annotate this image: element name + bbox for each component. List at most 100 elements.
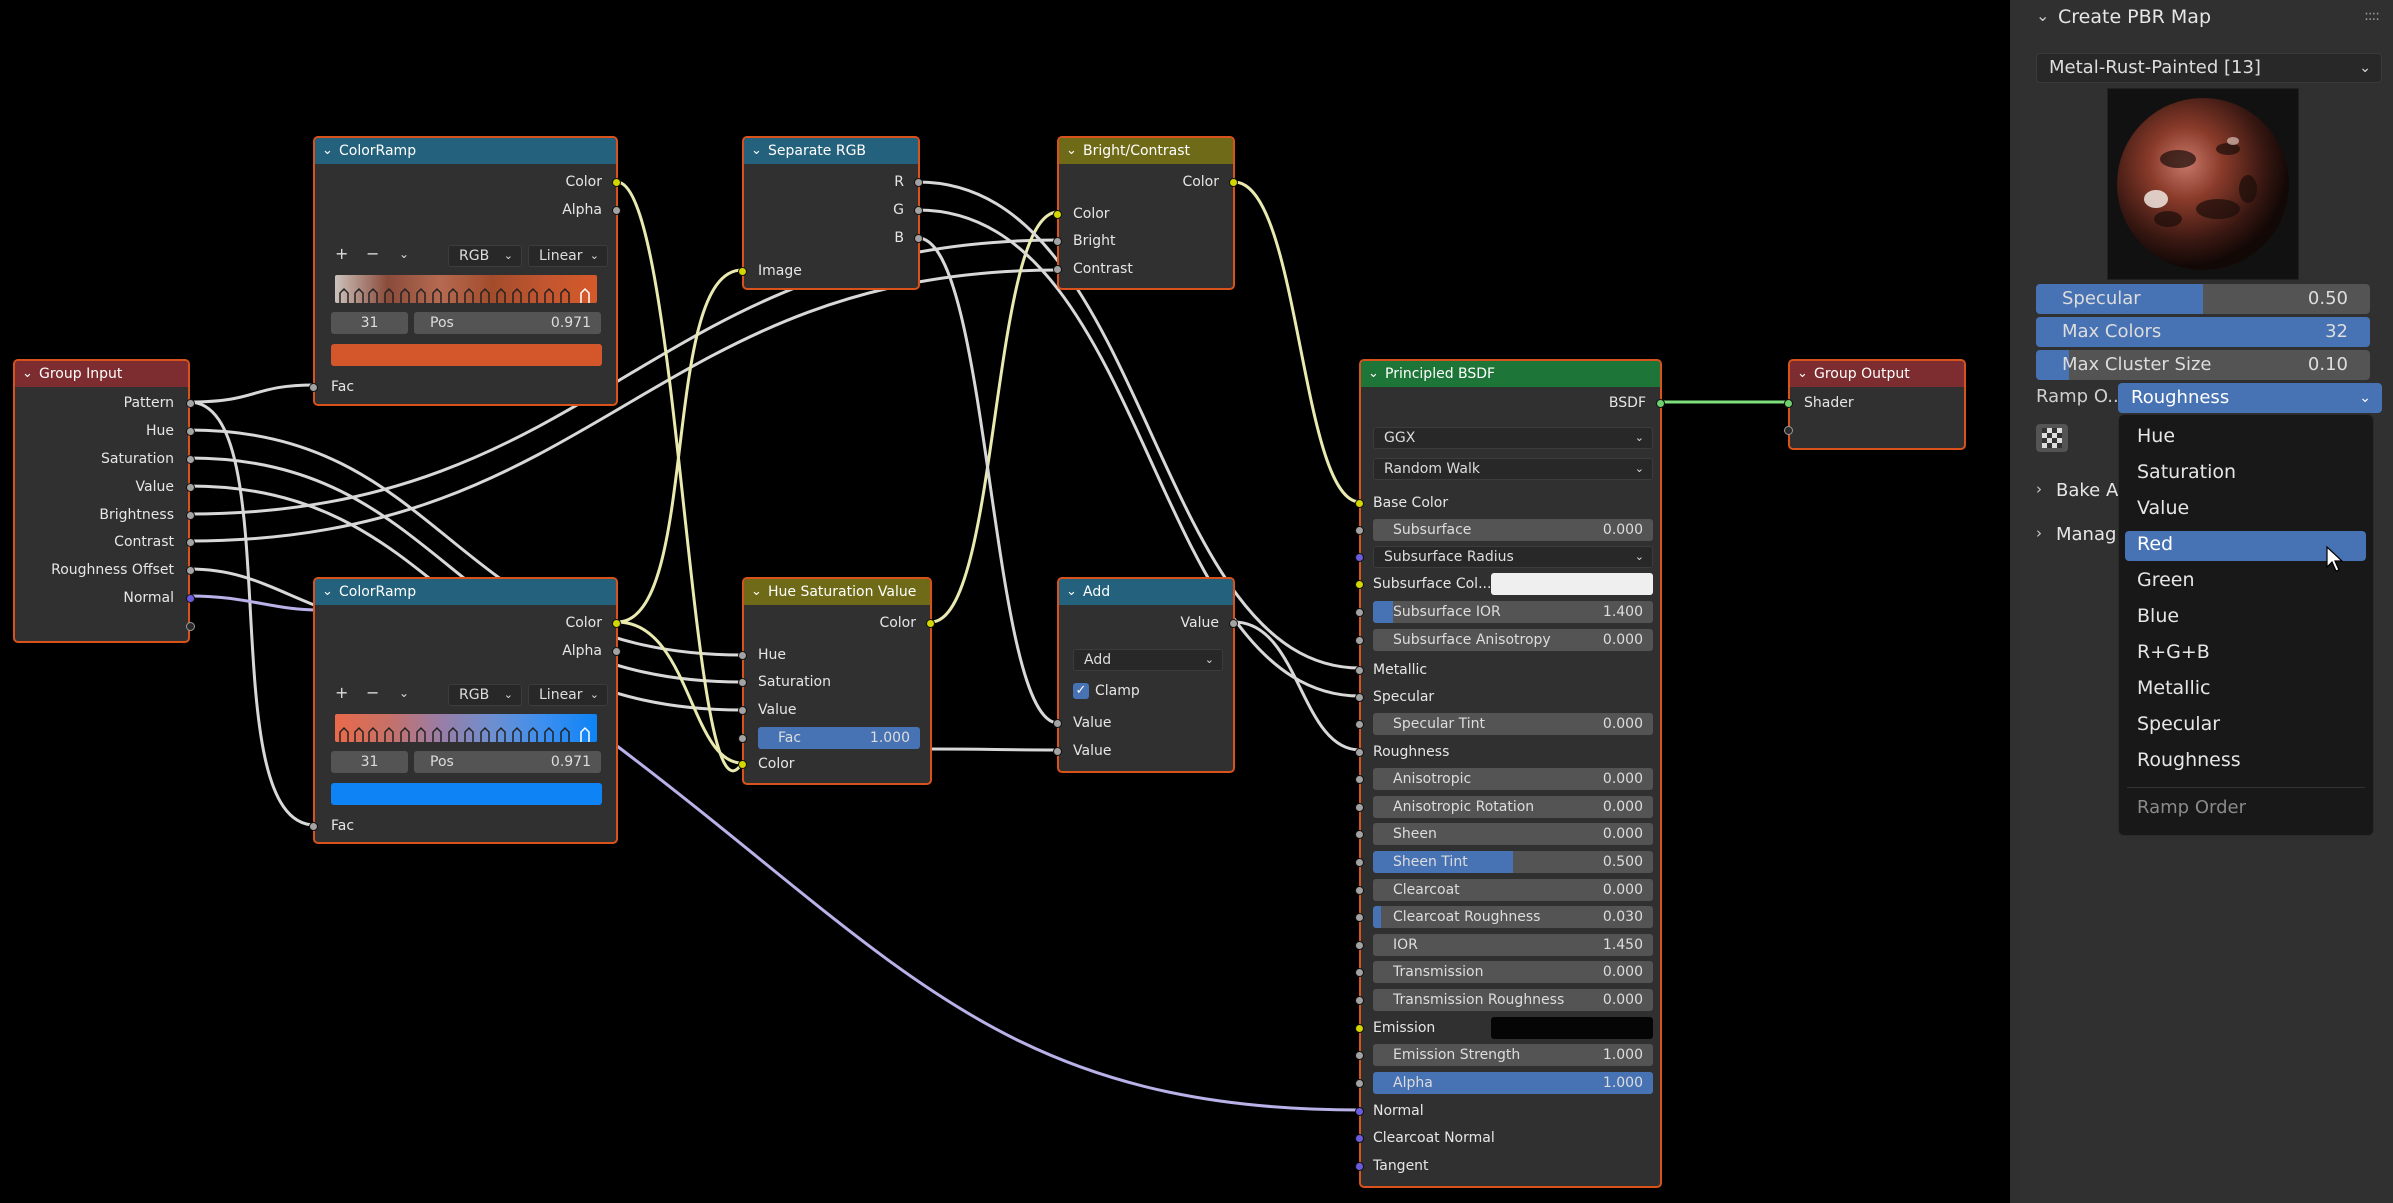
socket-hue[interactable] xyxy=(738,651,747,660)
subsurface-color-swatch[interactable] xyxy=(1491,573,1653,595)
socket-color[interactable] xyxy=(612,619,621,628)
material-select[interactable]: Metal-Rust-Painted [13]⌄ xyxy=(2036,53,2382,83)
socket-g[interactable] xyxy=(914,206,923,215)
material-preview[interactable] xyxy=(2107,88,2299,280)
socket-pattern[interactable] xyxy=(186,399,195,408)
socket-fac[interactable] xyxy=(738,734,747,743)
node-editor-canvas[interactable]: ⌄Group Input Pattern Hue Saturation Valu… xyxy=(0,0,2010,1203)
socket-saturation[interactable] xyxy=(186,455,195,464)
socket-bright[interactable] xyxy=(1053,237,1062,246)
socket-fac[interactable] xyxy=(309,383,318,392)
socket-color-in[interactable] xyxy=(738,760,747,769)
menu-item-hue[interactable]: Hue xyxy=(2137,425,2176,447)
collapse-chevron-icon[interactable]: ⌄ xyxy=(22,366,33,381)
add-header[interactable]: ⌄Add xyxy=(1059,579,1233,605)
socket-clearcoat[interactable] xyxy=(1355,886,1364,895)
remove-stop-icon[interactable]: − xyxy=(366,683,380,702)
socket-shader[interactable] xyxy=(1784,399,1793,408)
socket-image[interactable] xyxy=(738,267,747,276)
drag-handle-icon[interactable]: :::: xyxy=(2364,8,2380,24)
separate-rgb-node[interactable]: ⌄Separate RGB R G B Image xyxy=(738,136,923,290)
bright-contrast-node[interactable]: ⌄Bright/Contrast Color Color Bright Cont… xyxy=(1053,136,1238,290)
socket-value[interactable] xyxy=(186,483,195,492)
socket-transmission-roughness[interactable] xyxy=(1355,996,1364,1005)
socket-value-out[interactable] xyxy=(1229,619,1238,628)
socket-normal[interactable] xyxy=(1355,1107,1364,1116)
socket-alpha[interactable] xyxy=(612,647,621,656)
socket-anisotropic[interactable] xyxy=(1355,775,1364,784)
socket-value-2[interactable] xyxy=(1053,747,1062,756)
chevron-right-icon[interactable]: › xyxy=(2036,524,2042,542)
manage-section-title[interactable]: Manag xyxy=(2056,524,2117,545)
socket-saturation[interactable] xyxy=(738,678,747,687)
socket-normal[interactable] xyxy=(186,594,195,603)
collapse-chevron-icon[interactable]: ⌄ xyxy=(751,584,762,599)
socket-hue[interactable] xyxy=(186,427,195,436)
group-input-header[interactable]: ⌄Group Input xyxy=(15,361,188,387)
chevron-right-icon[interactable]: › xyxy=(2036,480,2042,498)
subsurface-radius-select[interactable]: Subsurface Radius⌄ xyxy=(1373,546,1653,568)
socket-empty[interactable] xyxy=(186,622,195,631)
hue-saturation-value-node[interactable]: ⌄Hue Saturation Value Color Hue Saturati… xyxy=(738,577,935,785)
socket-subsurface-anisotropy[interactable] xyxy=(1355,636,1364,645)
socket-color-out[interactable] xyxy=(926,619,935,628)
chevron-down-icon[interactable]: ⌄ xyxy=(399,247,410,261)
socket-clearcoat-normal[interactable] xyxy=(1355,1134,1364,1143)
stop-color-swatch[interactable] xyxy=(331,783,602,805)
group-input-node[interactable]: ⌄Group Input Pattern Hue Saturation Valu… xyxy=(13,359,195,643)
collapse-chevron-icon[interactable]: ⌄ xyxy=(322,584,333,599)
operation-select[interactable]: Add⌄ xyxy=(1073,649,1223,671)
socket-contrast[interactable] xyxy=(186,538,195,547)
socket-color[interactable] xyxy=(612,178,621,187)
colorramp-header[interactable]: ⌄ColorRamp xyxy=(315,579,616,605)
hsv-header[interactable]: ⌄Hue Saturation Value xyxy=(744,579,930,605)
chevron-down-icon[interactable]: ⌄ xyxy=(399,686,410,700)
socket-transmission[interactable] xyxy=(1355,968,1364,977)
color-ramp-gradient[interactable] xyxy=(335,714,597,742)
menu-item-saturation[interactable]: Saturation xyxy=(2137,461,2237,483)
socket-tangent[interactable] xyxy=(1355,1162,1364,1171)
socket-b[interactable] xyxy=(914,234,923,243)
socket-specular[interactable] xyxy=(1355,693,1364,702)
socket-r[interactable] xyxy=(914,178,923,187)
socket-bsdf[interactable] xyxy=(1656,399,1665,408)
socket-subsurface[interactable] xyxy=(1355,526,1364,535)
colorramp-header[interactable]: ⌄ColorRamp xyxy=(315,138,616,164)
menu-item-value[interactable]: Value xyxy=(2137,497,2190,519)
socket-empty[interactable] xyxy=(1784,426,1793,435)
socket-clearcoat-roughness[interactable] xyxy=(1355,913,1364,922)
add-stop-icon[interactable]: + xyxy=(335,244,349,263)
menu-item-roughness[interactable]: Roughness xyxy=(2137,749,2241,771)
socket-alpha[interactable] xyxy=(612,206,621,215)
stop-index-field[interactable]: 31 xyxy=(331,751,408,773)
socket-color-in[interactable] xyxy=(1053,210,1062,219)
color-mode-select[interactable]: RGB⌄ xyxy=(448,245,522,267)
socket-ior[interactable] xyxy=(1355,941,1364,950)
socket-emission[interactable] xyxy=(1355,1024,1364,1033)
colorramp-node-1[interactable]: ⌄ColorRamp Color Alpha + − ⌄ RGB⌄ Linear… xyxy=(309,136,621,406)
collapse-chevron-icon[interactable]: ⌄ xyxy=(1797,366,1808,381)
checker-texture-button[interactable] xyxy=(2036,424,2068,452)
socket-roughness-offset[interactable] xyxy=(186,566,195,575)
menu-item-green[interactable]: Green xyxy=(2137,569,2195,591)
socket-value-1[interactable] xyxy=(1053,719,1062,728)
color-ramp-gradient[interactable] xyxy=(335,275,597,303)
socket-brightness[interactable] xyxy=(186,511,195,520)
interpolation-select[interactable]: Linear⌄ xyxy=(528,684,608,706)
stop-color-swatch[interactable] xyxy=(331,344,602,366)
socket-color-out[interactable] xyxy=(1229,178,1238,187)
socket-value[interactable] xyxy=(738,706,747,715)
